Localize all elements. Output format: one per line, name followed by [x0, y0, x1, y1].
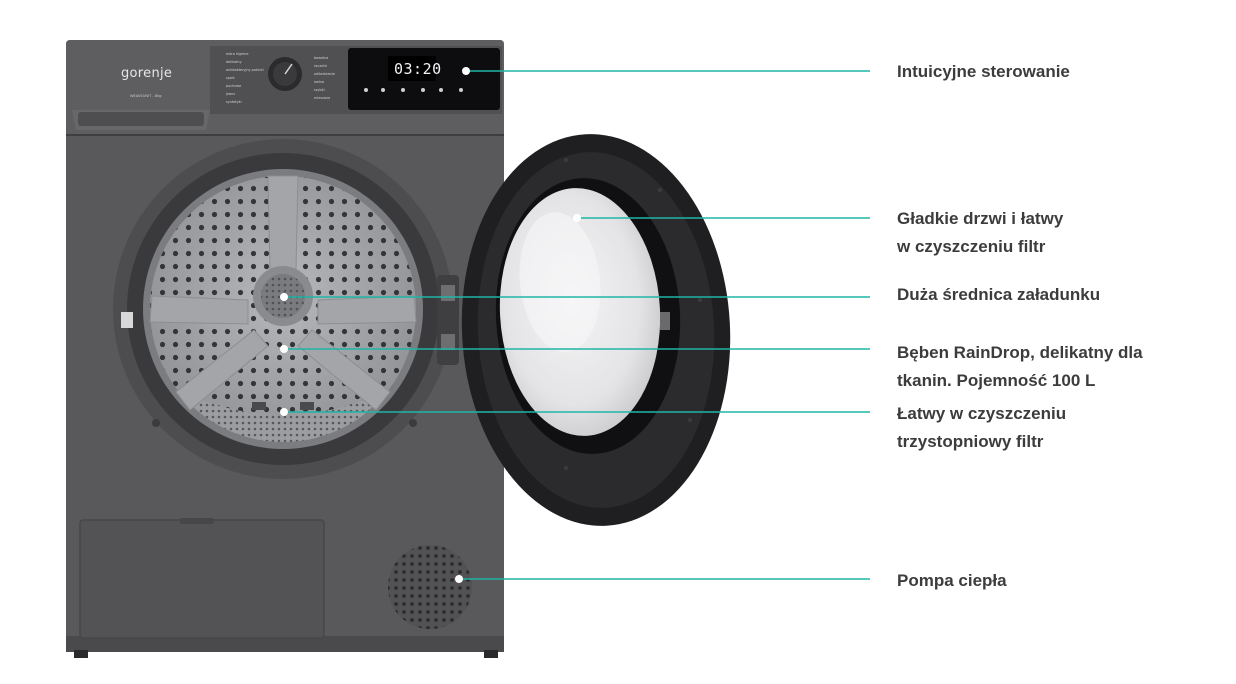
callout-controls-line-1: Intuicyjne sterowanie	[897, 62, 1070, 81]
program-label: wełna	[314, 80, 325, 84]
program-label: antibakteryjny pościel	[226, 68, 264, 72]
callout-heat-pump: Pompa ciepła	[897, 567, 1007, 595]
callout-controls: Intuicyjne sterowanie	[897, 58, 1070, 86]
drum	[113, 139, 453, 479]
callout-filter-line-2: trzystopniowy filtr	[897, 432, 1044, 451]
callout-line-heat-pump	[455, 575, 870, 583]
callout-opening-line-1: Duża średnica załadunku	[897, 285, 1101, 304]
program-label: syntetyki	[226, 100, 242, 104]
control-panel	[72, 46, 502, 130]
brand-logo: gorenje	[121, 66, 173, 81]
program-label: sport	[226, 76, 235, 80]
callout-filter-line-1: Łatwy w czyszczeniu	[897, 404, 1067, 423]
model-label: WEAVEUNIT - 8kg	[130, 94, 162, 98]
callout-door: Gładkie drzwi i łatwy w czyszczeniu filt…	[897, 205, 1063, 261]
callout-door-line-1: Gładkie drzwi i łatwy	[897, 209, 1064, 228]
service-panel	[79, 518, 325, 639]
callout-line-controls	[462, 67, 870, 75]
callout-line-door	[573, 214, 870, 222]
callout-door-line-2: w czyszczeniu filtr	[897, 237, 1046, 256]
door-hinge	[437, 275, 459, 365]
program-label: puchowe	[226, 84, 242, 88]
callout-heat-pump-line-1: Pompa ciepła	[897, 571, 1007, 590]
callout-drum: Bęben RainDrop, delikatny dla tkanin. Po…	[897, 339, 1143, 395]
program-label: bawełna	[314, 56, 329, 60]
callout-drum-line-1: Bęben RainDrop, delikatny dla	[897, 343, 1143, 362]
program-label: delikatny	[226, 60, 242, 64]
callout-line-drum	[280, 345, 870, 353]
program-label: odświeżanie	[314, 72, 335, 76]
heat-pump-vent	[388, 545, 472, 629]
time-display: 03:20	[394, 60, 442, 78]
callout-line-opening	[280, 293, 870, 301]
open-door	[461, 134, 731, 526]
program-label: jeans	[226, 92, 236, 96]
program-label: extra higiene	[226, 52, 249, 56]
callout-line-filter	[280, 408, 870, 416]
callout-filter: Łatwy w czyszczeniu trzystopniowy filtr	[897, 400, 1066, 456]
callout-opening: Duża średnica załadunku	[897, 281, 1100, 309]
callout-lines	[280, 67, 870, 583]
callout-drum-line-2: tkanin. Pojemność 100 L	[897, 371, 1096, 390]
program-label: ręczniki	[314, 64, 328, 68]
program-label: mieszane	[314, 96, 331, 100]
program-label: szybki	[314, 88, 325, 92]
